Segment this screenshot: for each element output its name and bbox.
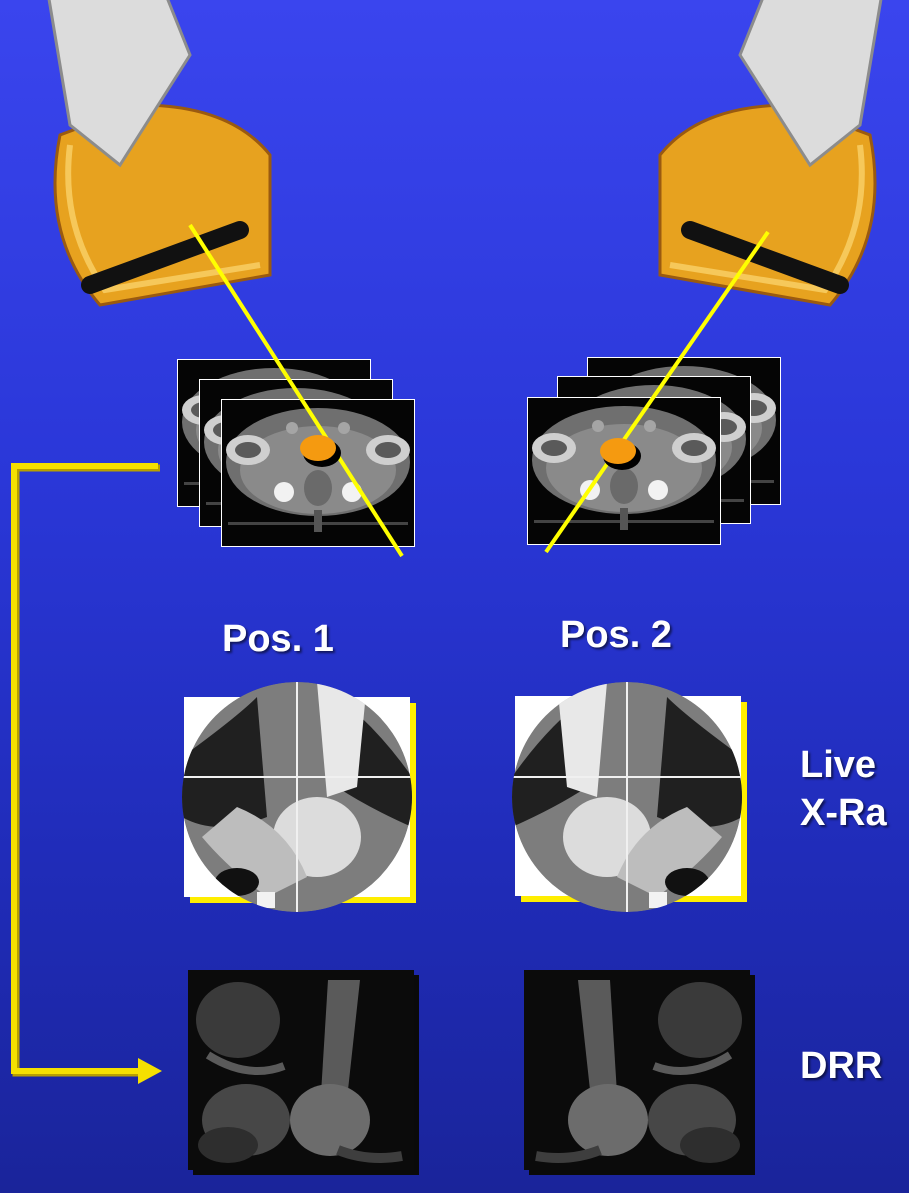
connector-arrow [14, 466, 162, 1084]
live-xray-label-line1: Live [800, 744, 876, 787]
drr-label: DRR [800, 1045, 882, 1088]
pos-2-label: Pos. 2 [560, 614, 672, 657]
fluoroscopy-image-left [182, 682, 416, 912]
xray-source-left-icon [40, 0, 270, 305]
drr-image-left [188, 970, 419, 1175]
xray-source-right-icon [660, 0, 890, 305]
live-xray-label-line2: X-Ra [800, 792, 887, 835]
ct-slice-stack-right [527, 357, 781, 545]
pos-1-label: Pos. 1 [222, 618, 334, 661]
fluoroscopy-image-right [512, 682, 747, 912]
drr-image-right [524, 970, 755, 1175]
